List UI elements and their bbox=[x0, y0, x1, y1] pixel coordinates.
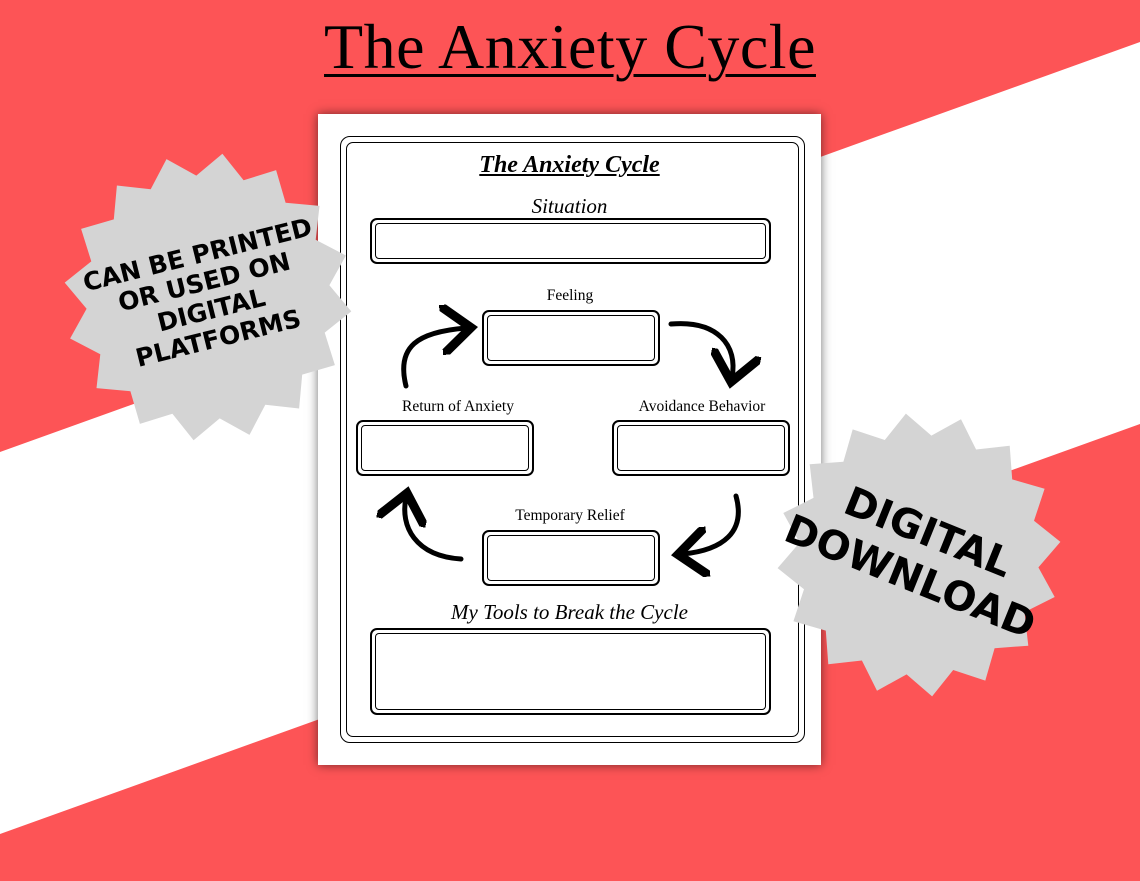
temporary-relief-label: Temporary Relief bbox=[515, 507, 625, 524]
worksheet-page: The Anxiety Cycle Situation Feeling Retu… bbox=[318, 114, 821, 765]
page-border bbox=[340, 136, 805, 743]
cycle-arrows bbox=[318, 114, 821, 765]
starburst-shape bbox=[64, 153, 352, 441]
feeling-label: Feeling bbox=[546, 287, 594, 304]
cycle-arrow-icon bbox=[401, 328, 466, 389]
digital-download-badge: DIGITAL DOWNLOAD bbox=[776, 412, 1062, 698]
temporary-relief-box[interactable] bbox=[482, 530, 660, 586]
feeling-box[interactable] bbox=[482, 310, 660, 366]
situation-label: Situation bbox=[531, 194, 608, 218]
return-of-anxiety-label: Return of Anxiety bbox=[402, 398, 514, 415]
banner-title: The Anxiety Cycle bbox=[324, 11, 816, 82]
avoidance-behavior-box[interactable] bbox=[612, 420, 790, 476]
cycle-arrow-icon bbox=[683, 493, 741, 554]
tools-box[interactable] bbox=[370, 628, 771, 715]
cycle-arrow-icon bbox=[405, 498, 464, 562]
starburst-shape bbox=[777, 413, 1061, 697]
situation-box[interactable] bbox=[370, 218, 771, 264]
return-of-anxiety-box[interactable] bbox=[356, 420, 534, 476]
tools-label: My Tools to Break the Cycle bbox=[451, 600, 688, 624]
avoidance-behavior-label: Avoidance Behavior bbox=[638, 398, 766, 415]
cycle-arrow-icon bbox=[668, 321, 733, 377]
printable-badge: CAN BE PRINTED OR USED ON DIGITAL PLATFO… bbox=[62, 152, 354, 442]
worksheet-title: The Anxiety Cycle bbox=[479, 152, 660, 178]
